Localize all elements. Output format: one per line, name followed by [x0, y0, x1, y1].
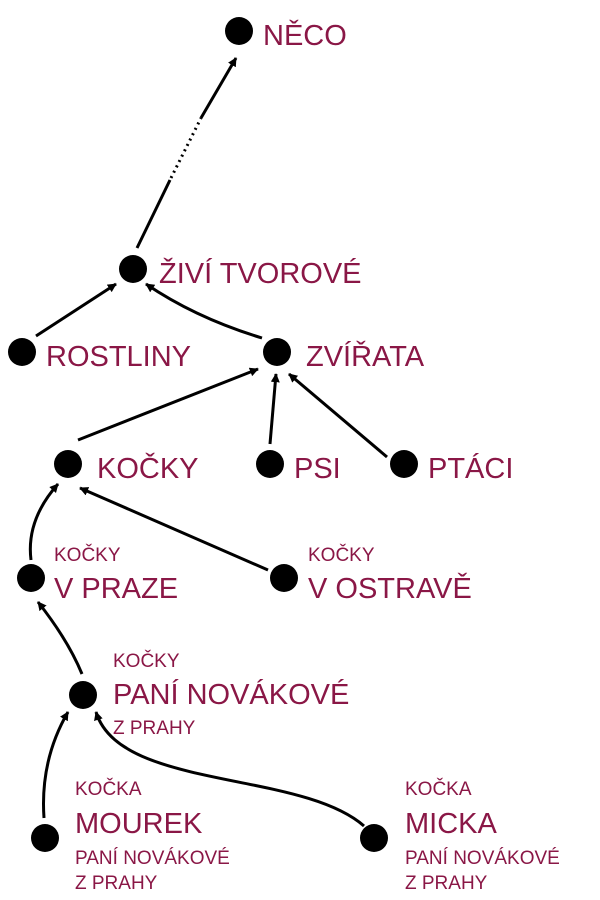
edge-rostliny-zivi [35, 282, 117, 338]
label-zvirata: ZVÍŘATA [306, 340, 425, 373]
edge-praha-kocky [28, 483, 60, 561]
label-psi: PSI [294, 453, 341, 485]
node-rostliny [8, 338, 36, 366]
edge-novakova-praha [36, 601, 84, 675]
label-rostliny: ROSTLINY [46, 341, 191, 373]
node-kocky [54, 450, 82, 478]
node-praha [17, 564, 45, 592]
label-ostrava-line1: KOČKY [308, 544, 375, 566]
labels: NĚCO ŽIVÍ TVOROVÉ ROSTLINY ZVÍŘATA KOČKY… [46, 19, 560, 894]
edges [28, 57, 388, 828]
edge-kocky-zvirata [77, 367, 259, 442]
label-zivi: ŽIVÍ TVOROVÉ [159, 257, 362, 290]
node-zivi [119, 255, 147, 283]
node-neco [225, 17, 253, 45]
node-novakova [69, 681, 97, 709]
label-novakova-line1: KOČKY [113, 650, 180, 672]
edge-zvirata-zivi [145, 282, 263, 340]
label-micka-line2: MICKA [405, 808, 498, 840]
node-mourek [31, 824, 59, 852]
label-ostrava-line2: V OSTRAVĚ [308, 572, 472, 605]
label-praha-line1: KOČKY [54, 544, 121, 566]
label-micka-line3: PANÍ NOVÁKOVÉ [405, 848, 560, 869]
label-praha-line2: V PRAZE [54, 573, 178, 605]
label-mourek-line3: PANÍ NOVÁKOVÉ [75, 848, 230, 869]
node-micka [360, 824, 388, 852]
edge-ostrava-kocky [79, 486, 269, 572]
label-mourek-line2: MOUREK [75, 808, 203, 840]
node-ostrava [270, 564, 298, 592]
label-novakova-line3: Z PRAHY [113, 718, 196, 739]
label-micka-line1: KOČKA [405, 778, 472, 800]
node-zvirata [263, 338, 291, 366]
label-micka-line4: Z PRAHY [405, 873, 488, 894]
edge-zivi-neco-upper [199, 57, 238, 119]
label-mourek-line4: Z PRAHY [75, 873, 158, 894]
edge-mourek-novakova [42, 711, 70, 819]
nodes [8, 17, 418, 852]
edge-ptaci-zvirata [288, 372, 388, 459]
edge-zivi-neco-lower [135, 179, 172, 249]
label-kocky: KOČKY [97, 451, 199, 485]
label-mourek-line1: KOČKA [75, 778, 142, 800]
node-ptaci [390, 450, 418, 478]
edge-micka-novakova [94, 711, 365, 828]
label-ptaci: PTÁCI [428, 452, 513, 485]
label-novakova-line2: PANÍ NOVÁKOVÉ [113, 678, 349, 711]
label-neco: NĚCO [263, 19, 347, 52]
node-psi [256, 450, 284, 478]
edge-zivi-neco-dotted [169, 117, 203, 179]
edge-psi-zvirata [268, 373, 280, 445]
